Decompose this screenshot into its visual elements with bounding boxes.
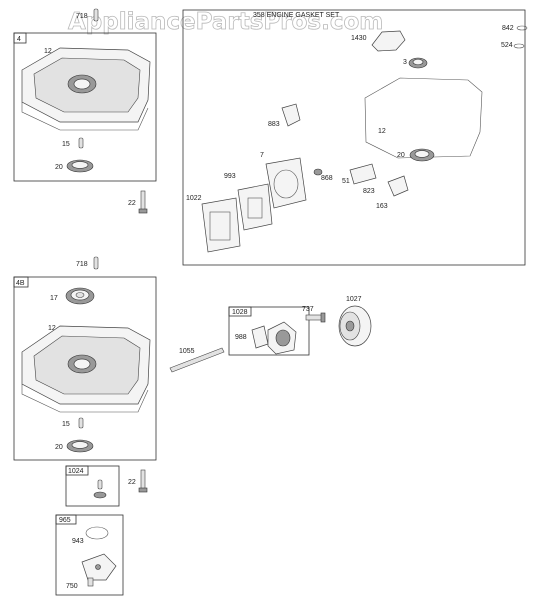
seal-3 <box>408 57 428 69</box>
gasket-51 <box>349 163 377 185</box>
part-868 <box>313 168 323 176</box>
gasket-993 <box>237 183 273 231</box>
label-718-top: 718 <box>76 13 88 20</box>
dowel-pin-718-top <box>93 8 99 22</box>
label-12-bottom: 12 <box>48 325 56 332</box>
gasket-988 <box>251 325 269 349</box>
label-163: 163 <box>376 203 388 210</box>
seal-524 <box>513 43 525 49</box>
box-965-tag <box>55 514 77 525</box>
label-15-bottom: 15 <box>62 421 70 428</box>
part-15-bottom <box>78 417 84 429</box>
label-750: 750 <box>66 583 78 590</box>
box-label-4: 4 <box>17 36 21 43</box>
part-15-top <box>78 137 84 149</box>
box-965 <box>55 514 124 596</box>
seal-842 <box>516 25 528 31</box>
gasket-163 <box>387 175 409 197</box>
label-1430: 1430 <box>351 35 367 42</box>
label-993: 993 <box>224 173 236 180</box>
label-943: 943 <box>72 538 84 545</box>
sump-box-4b <box>13 276 157 461</box>
bearing-17 <box>65 287 95 305</box>
label-3: 3 <box>403 59 407 66</box>
box-label-1024: 1024 <box>68 468 84 475</box>
gasket-883 <box>281 103 301 127</box>
label-20-top: 20 <box>55 164 63 171</box>
sump-box-4-tag <box>13 32 27 44</box>
sump-box-4 <box>13 32 157 182</box>
bolt-22-top <box>138 190 148 214</box>
label-1055: 1055 <box>179 348 195 355</box>
label-737: 737 <box>302 306 314 313</box>
label-524: 524 <box>501 42 513 49</box>
gasket-set-frame <box>182 9 526 266</box>
label-22-bottom: 22 <box>128 479 136 486</box>
label-20-gasket: 20 <box>397 152 405 159</box>
label-12-gasket: 12 <box>378 128 386 135</box>
gasket-1022 <box>201 197 241 253</box>
o-ring-943 <box>85 526 109 540</box>
gasket-set-title: 358 ENGINE GASKET SET <box>253 12 340 19</box>
nipple-737 <box>305 312 326 323</box>
label-842: 842 <box>502 25 514 32</box>
oil-seal-20-bottom <box>66 439 94 453</box>
screw-750 <box>87 577 94 587</box>
box-1024 <box>65 465 120 507</box>
oil-seal-20-gasket <box>409 148 435 162</box>
label-823: 823 <box>363 188 375 195</box>
crankcase-sump-top <box>21 47 151 131</box>
label-22-top: 22 <box>128 200 136 207</box>
head-gasket-7 <box>265 157 307 209</box>
oil-filter-1027 <box>338 305 372 347</box>
label-20-bottom: 20 <box>55 444 63 451</box>
box-1024-tag <box>65 465 89 476</box>
label-1027: 1027 <box>346 296 362 303</box>
label-883: 883 <box>268 121 280 128</box>
box-label-965: 965 <box>59 517 71 524</box>
gasket-1430 <box>371 30 406 52</box>
label-51: 51 <box>342 178 350 185</box>
watermark-text: AppliancePartsPros.com <box>68 9 383 35</box>
oil-filter-adapter-1028 <box>267 321 297 355</box>
box-label-4b: 4B <box>16 280 25 287</box>
box-1028-tag <box>228 306 252 317</box>
cover-965 <box>81 553 117 581</box>
label-17: 17 <box>50 295 58 302</box>
oil-seal-20-top <box>66 159 94 173</box>
label-12-top: 12 <box>44 48 52 55</box>
label-718-bottom: 718 <box>76 261 88 268</box>
box-1028 <box>228 306 310 356</box>
dipstick-tube-1055 <box>169 347 225 373</box>
box-label-1028: 1028 <box>232 309 248 316</box>
crankcase-gasket-12 <box>364 77 483 159</box>
crankcase-sump-bottom <box>21 325 151 413</box>
label-1022: 1022 <box>186 195 202 202</box>
label-868: 868 <box>321 175 333 182</box>
dowel-pin-718-bottom <box>93 256 99 270</box>
label-988: 988 <box>235 334 247 341</box>
sump-box-4b-tag <box>13 276 29 288</box>
label-15-top: 15 <box>62 141 70 148</box>
part-1024 <box>93 479 107 499</box>
bolt-22-bottom <box>138 469 148 493</box>
label-7: 7 <box>260 152 264 159</box>
